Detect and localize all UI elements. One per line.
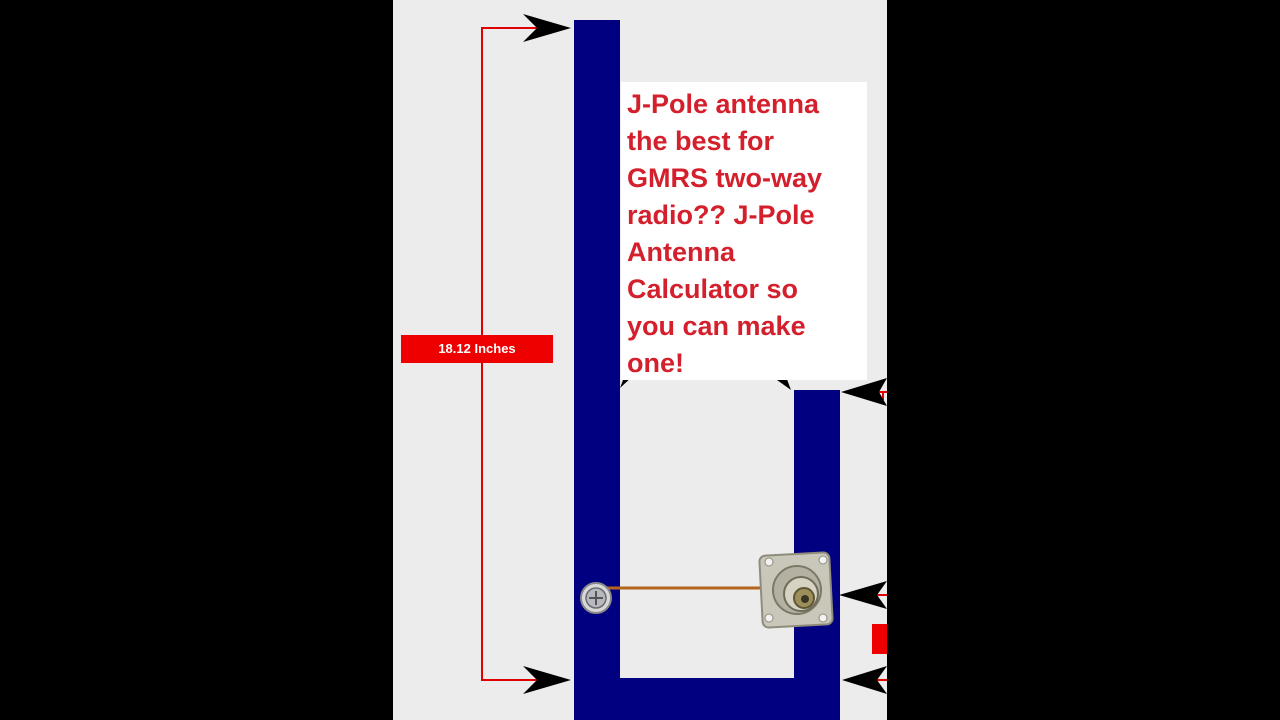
diagram-canvas: J-Pole antenna the best for GMRS two-way… [393,0,887,720]
so239-connector-icon [758,551,834,629]
bottom-arrow-head-icon [523,666,571,694]
top-arrow-head-icon [523,14,571,42]
right-dimension-lines [839,378,887,694]
caption-box: J-Pole antenna the best for GMRS two-way… [621,82,867,380]
screw-icon [580,582,612,614]
stub-bottom-arrow-head-icon [842,666,887,694]
stub-top-arrow-head-icon [841,378,887,406]
right-label-fragment [872,624,887,654]
feed-arrow-head-icon [839,581,887,609]
caption-title: J-Pole antenna the best for GMRS two-way… [627,89,823,378]
dimension-label: 18.12 Inches [401,335,553,363]
long-radiator-element [574,20,620,720]
